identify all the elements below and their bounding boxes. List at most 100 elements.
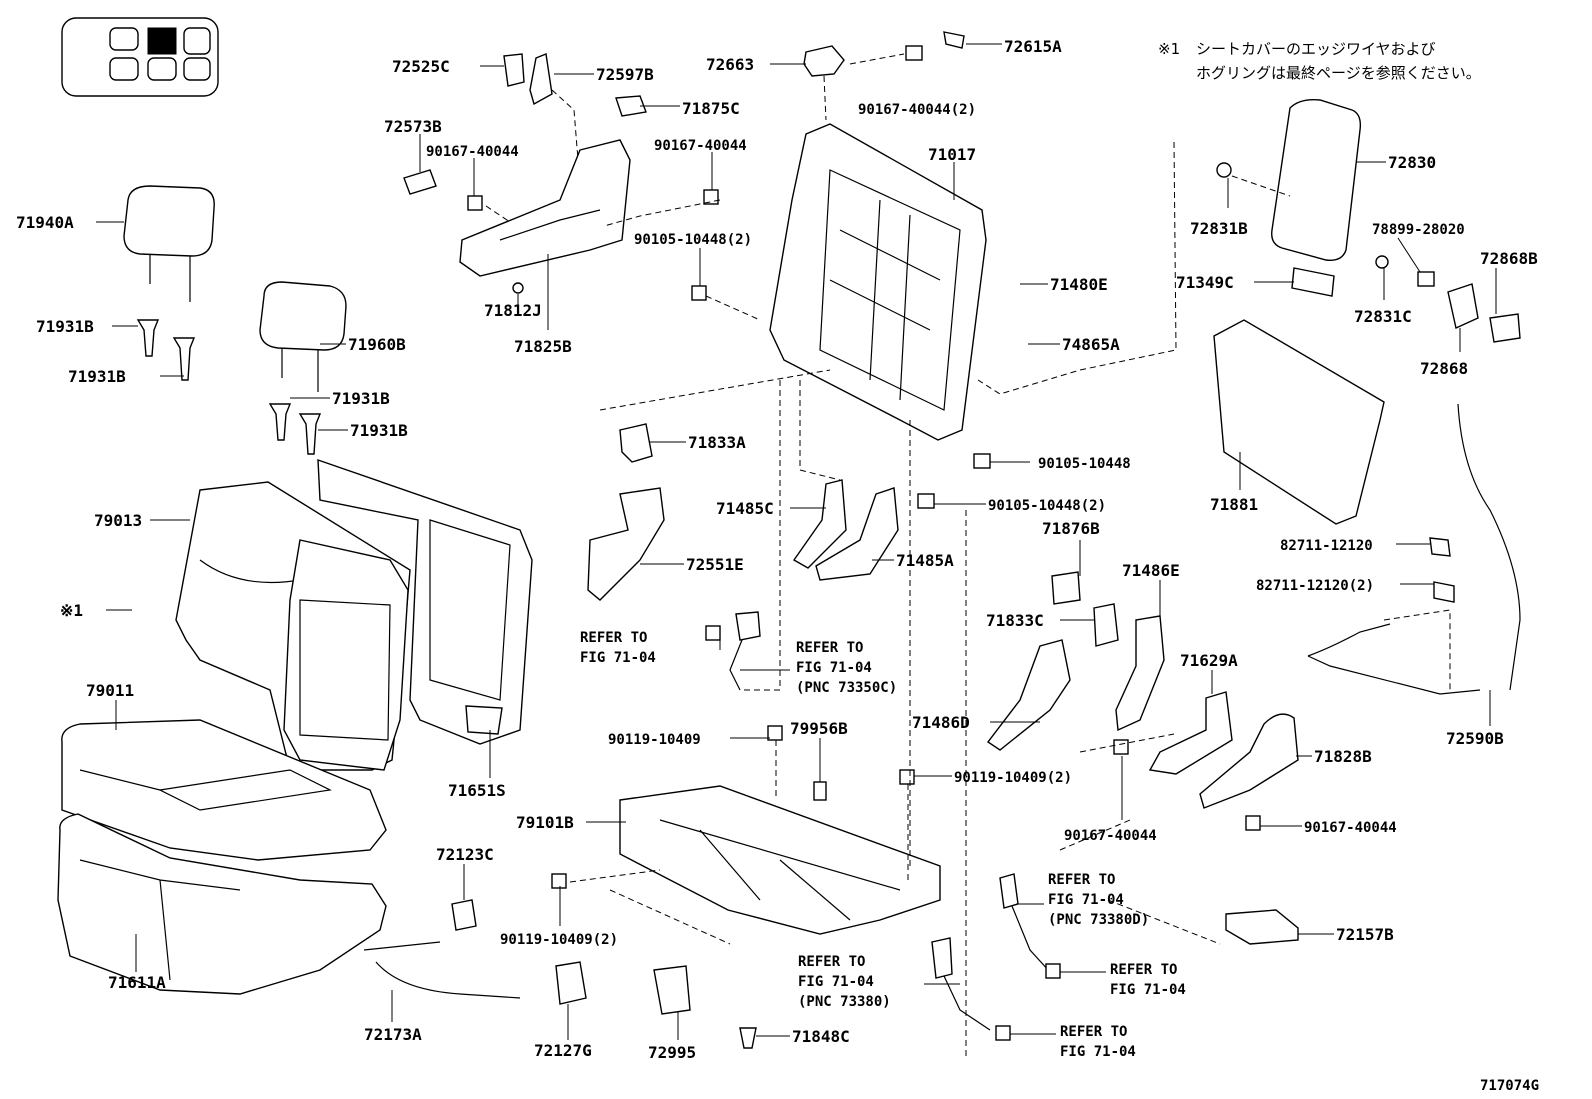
headrest-guides-drawing <box>136 319 322 455</box>
label-72831c[interactable]: 72831C <box>1354 307 1412 326</box>
cover-71828b-drawing <box>1199 713 1299 809</box>
label-71651s[interactable]: 71651S <box>448 781 506 800</box>
label-90119-10409-2-a[interactable]: 90119-10409(2) <box>954 770 1072 786</box>
label-71931b-4[interactable]: 71931B <box>350 421 408 440</box>
label-90167-40044-a[interactable]: 90167-40044 <box>426 144 519 160</box>
label-71812j[interactable]: 71812J <box>484 301 542 320</box>
buckle-upper-drawing <box>999 873 1051 973</box>
label-71876b[interactable]: 71876B <box>1042 519 1100 538</box>
label-90105-10448-2-a[interactable]: 90105-10448(2) <box>634 232 752 248</box>
label-71480e[interactable]: 71480E <box>1050 275 1108 294</box>
label-71940a[interactable]: 71940A <box>16 213 74 232</box>
cover-71629a-drawing <box>1148 691 1233 775</box>
label-72830[interactable]: 72830 <box>1388 153 1436 172</box>
svg-text:FIG 71-04: FIG 71-04 <box>1110 982 1186 998</box>
label-72157b[interactable]: 72157B <box>1336 925 1394 944</box>
label-90119-10409-a[interactable]: 90119-10409 <box>608 732 701 748</box>
label-90167-40044-b[interactable]: 90167-40044 <box>654 138 747 154</box>
headrest-71960b-drawing <box>259 281 347 392</box>
note-line-1: シートカバーのエッジワイヤおよび <box>1196 40 1436 58</box>
clip-71812j-drawing <box>512 282 524 294</box>
clamp-82711-12120-drawing <box>1429 537 1455 603</box>
label-71485a[interactable]: 71485A <box>896 551 954 570</box>
label-74865a[interactable]: 74865A <box>1062 335 1120 354</box>
clip-72615a-drawing <box>943 31 965 49</box>
label-82711-12120-2[interactable]: 82711-12120(2) <box>1256 578 1374 594</box>
label-71486d[interactable]: 71486D <box>912 713 970 732</box>
refer-note-5[interactable]: REFER TO FIG 71-04 <box>1110 962 1186 998</box>
label-90105-10448-2-b[interactable]: 90105-10448(2) <box>988 498 1106 514</box>
seat-cushion-79011-drawing <box>61 719 387 861</box>
label-72123c[interactable]: 72123C <box>436 845 494 864</box>
label-90167-40044-d[interactable]: 90167-40044 <box>1304 820 1397 836</box>
label-72573b[interactable]: 72573B <box>384 117 442 136</box>
label-72868b[interactable]: 72868B <box>1480 249 1538 268</box>
label-72551e[interactable]: 72551E <box>686 555 744 574</box>
label-71833a[interactable]: 71833A <box>688 433 746 452</box>
label-72831b[interactable]: 72831B <box>1190 219 1248 238</box>
label-72173a[interactable]: 72173A <box>364 1025 422 1044</box>
label-79956b[interactable]: 79956B <box>790 719 848 738</box>
refer-note-3[interactable]: REFER TO FIG 71-04 (PNC 73380D) <box>1048 872 1149 928</box>
label-90119-10409-2-b[interactable]: 90119-10409(2) <box>500 932 618 948</box>
label-72615a[interactable]: 72615A <box>1004 37 1062 56</box>
note-mark: ※1 <box>1158 40 1180 58</box>
label-71833c[interactable]: 71833C <box>986 611 1044 630</box>
label-71931b-2[interactable]: 71931B <box>68 367 126 386</box>
label-79011[interactable]: 79011 <box>86 681 134 700</box>
cap-71848c-drawing <box>739 1027 757 1049</box>
label-72525c[interactable]: 72525C <box>392 57 450 76</box>
cover-71833a-drawing <box>619 423 653 463</box>
label-71349c[interactable]: 71349C <box>1176 273 1234 292</box>
label-71828b[interactable]: 71828B <box>1314 747 1372 766</box>
label-72663[interactable]: 72663 <box>706 55 754 74</box>
svg-text:FIG 71-04: FIG 71-04 <box>1060 1044 1136 1060</box>
refer-note-2[interactable]: REFER TO FIG 71-04 (PNC 73350C) <box>796 640 897 696</box>
cover-72127g-drawing <box>555 961 587 1005</box>
label-90167-40044-c[interactable]: 90167-40044 <box>1064 828 1157 844</box>
label-71931b-3[interactable]: 71931B <box>332 389 390 408</box>
label-71931b-1[interactable]: 71931B <box>36 317 94 336</box>
buckle-lower-drawing <box>931 937 991 1031</box>
label-82711-12120[interactable]: 82711-12120 <box>1280 538 1373 554</box>
leader-lines <box>96 43 1497 1040</box>
seatback-board-72830-drawing <box>1271 98 1362 261</box>
label-71629a[interactable]: 71629A <box>1180 651 1238 670</box>
label-71486e[interactable]: 71486E <box>1122 561 1180 580</box>
label-71960b[interactable]: 71960B <box>348 335 406 354</box>
label-71485c[interactable]: 71485C <box>716 499 774 518</box>
label-71881[interactable]: 71881 <box>1210 495 1258 514</box>
label-90105-10448[interactable]: 90105-10448 <box>1038 456 1131 472</box>
cover-71485a-drawing <box>815 487 899 581</box>
seatback-cover-79013-drawing <box>175 481 411 771</box>
cover-72525c-drawing <box>503 53 525 87</box>
spacer-72831b-drawing <box>1216 162 1232 178</box>
pad-71349c-drawing <box>1291 267 1335 297</box>
label-71875c[interactable]: 71875C <box>682 99 740 118</box>
label-72868[interactable]: 72868 <box>1420 359 1468 378</box>
label-72127g[interactable]: 72127G <box>534 1041 592 1060</box>
label-71825b[interactable]: 71825B <box>514 337 572 356</box>
refer-note-1[interactable]: REFER TO FIG 71-04 <box>580 630 656 666</box>
label-79013[interactable]: 79013 <box>94 511 142 530</box>
seat-cover-note: ※1 シートカバーのエッジワイヤおよび ホグリングは最終ページを参照ください。 <box>1158 40 1481 82</box>
label-71017[interactable]: 71017 <box>928 145 976 164</box>
label-72995[interactable]: 72995 <box>648 1043 696 1062</box>
label-71611a[interactable]: 71611A <box>108 973 166 992</box>
label-72597b[interactable]: 72597B <box>596 65 654 84</box>
label-90167-40044-2-top[interactable]: 90167-40044(2) <box>858 102 976 118</box>
label-78899-28020[interactable]: 78899-28020 <box>1372 222 1465 238</box>
label-79101b[interactable]: 79101B <box>516 813 574 832</box>
cover-72868b-drawing <box>1447 283 1521 343</box>
label-mark-1[interactable]: ※1 <box>60 601 83 620</box>
label-72590b[interactable]: 72590B <box>1446 729 1504 748</box>
note-line-2: ホグリングは最終ページを参照ください。 <box>1196 64 1481 82</box>
refer-note-4[interactable]: REFER TO FIG 71-04 (PNC 73380) <box>798 954 891 1010</box>
refer-note-6[interactable]: REFER TO FIG 71-04 <box>1060 1024 1136 1060</box>
label-71848c[interactable]: 71848C <box>792 1027 850 1046</box>
cable-72590b-drawing <box>1307 403 1521 695</box>
cover-71486d-drawing <box>986 639 1071 751</box>
seat-cushion-71611a-drawing <box>57 813 387 995</box>
headrest-71940a-drawing <box>123 185 215 302</box>
